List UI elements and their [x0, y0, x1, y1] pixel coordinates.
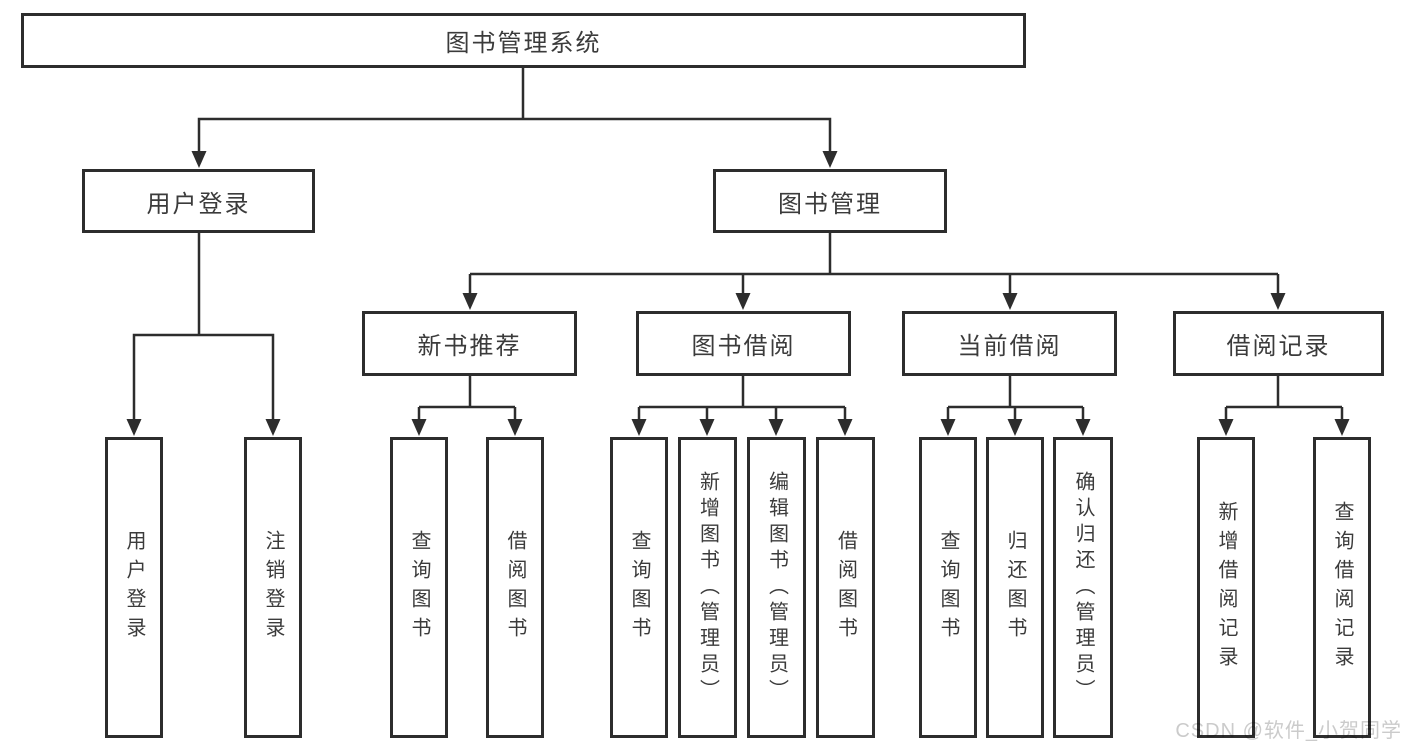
connector-new-book-subtree: [417, 376, 517, 421]
arrowhead: [768, 419, 784, 436]
arrowhead: [1007, 419, 1023, 436]
arrowhead: [699, 419, 715, 436]
leaf-return-books: 归还图书: [986, 437, 1044, 738]
leaf-add-borrow-record: 新增借阅记录: [1197, 437, 1255, 738]
arrowhead: [507, 419, 523, 436]
arrowhead: [735, 293, 751, 310]
node-label: 借阅记录: [1226, 333, 1331, 360]
connector-book-management-subtree: [468, 233, 1280, 296]
node-label: 当前借阅: [957, 333, 1062, 360]
leaf-logout: 注销登录: [244, 437, 302, 738]
leaf-query-books: 查询图书: [610, 437, 668, 738]
arrowhead: [191, 151, 207, 168]
leaf-query-borrow-record: 查询借阅记录: [1313, 437, 1371, 738]
node-label: 图书管理系统: [445, 30, 602, 57]
arrowhead: [1075, 419, 1091, 436]
arrowhead: [940, 419, 956, 436]
arrowhead: [837, 419, 853, 436]
node-label: 新书推荐: [417, 333, 522, 360]
arrowhead: [631, 419, 647, 436]
arrowhead: [1002, 293, 1018, 310]
connector-borrow-record-subtree: [1224, 376, 1344, 421]
arrowhead: [126, 419, 142, 436]
arrowhead: [1334, 419, 1350, 436]
leaf-user-login: 用户登录: [105, 437, 163, 738]
connector-root: [197, 68, 832, 155]
arrowhead: [411, 419, 427, 436]
node-book-management-branch: 图书管理: [713, 169, 947, 233]
arrowhead: [1218, 419, 1234, 436]
node-root-system: 图书管理系统: [21, 13, 1026, 68]
node-borrow-records: 借阅记录: [1173, 311, 1384, 376]
node-label: 图书借阅: [691, 333, 796, 360]
node-current-borrow: 当前借阅: [902, 311, 1117, 376]
arrowhead: [265, 419, 281, 436]
leaf-edit-books-admin: 编辑图书（管理员）: [747, 437, 806, 738]
leaf-add-books-admin: 新增图书（管理员）: [678, 437, 737, 738]
csdn-watermark: CSDN @软件_小贺同学: [1175, 720, 1402, 742]
leaf-borrow-books: 借阅图书: [816, 437, 875, 738]
leaf-confirm-return-admin: 确认归还（管理员）: [1053, 437, 1113, 738]
leaf-borrow-books: 借阅图书: [486, 437, 544, 738]
leaf-query-books: 查询图书: [390, 437, 448, 738]
arrowhead: [822, 151, 838, 168]
arrowhead: [462, 293, 478, 310]
connector-user-login-subtree: [132, 233, 275, 421]
leaf-query-books: 查询图书: [919, 437, 977, 738]
node-new-book-recommend: 新书推荐: [362, 311, 577, 376]
connector-book-borrow-subtree: [637, 376, 847, 421]
node-label: 图书管理: [778, 190, 882, 218]
arrowhead: [1270, 293, 1286, 310]
node-user-login-branch: 用户登录: [82, 169, 315, 233]
node-label: 用户登录: [146, 190, 251, 218]
connector-current-borrow-subtree: [946, 376, 1085, 421]
node-book-borrow: 图书借阅: [636, 311, 851, 376]
